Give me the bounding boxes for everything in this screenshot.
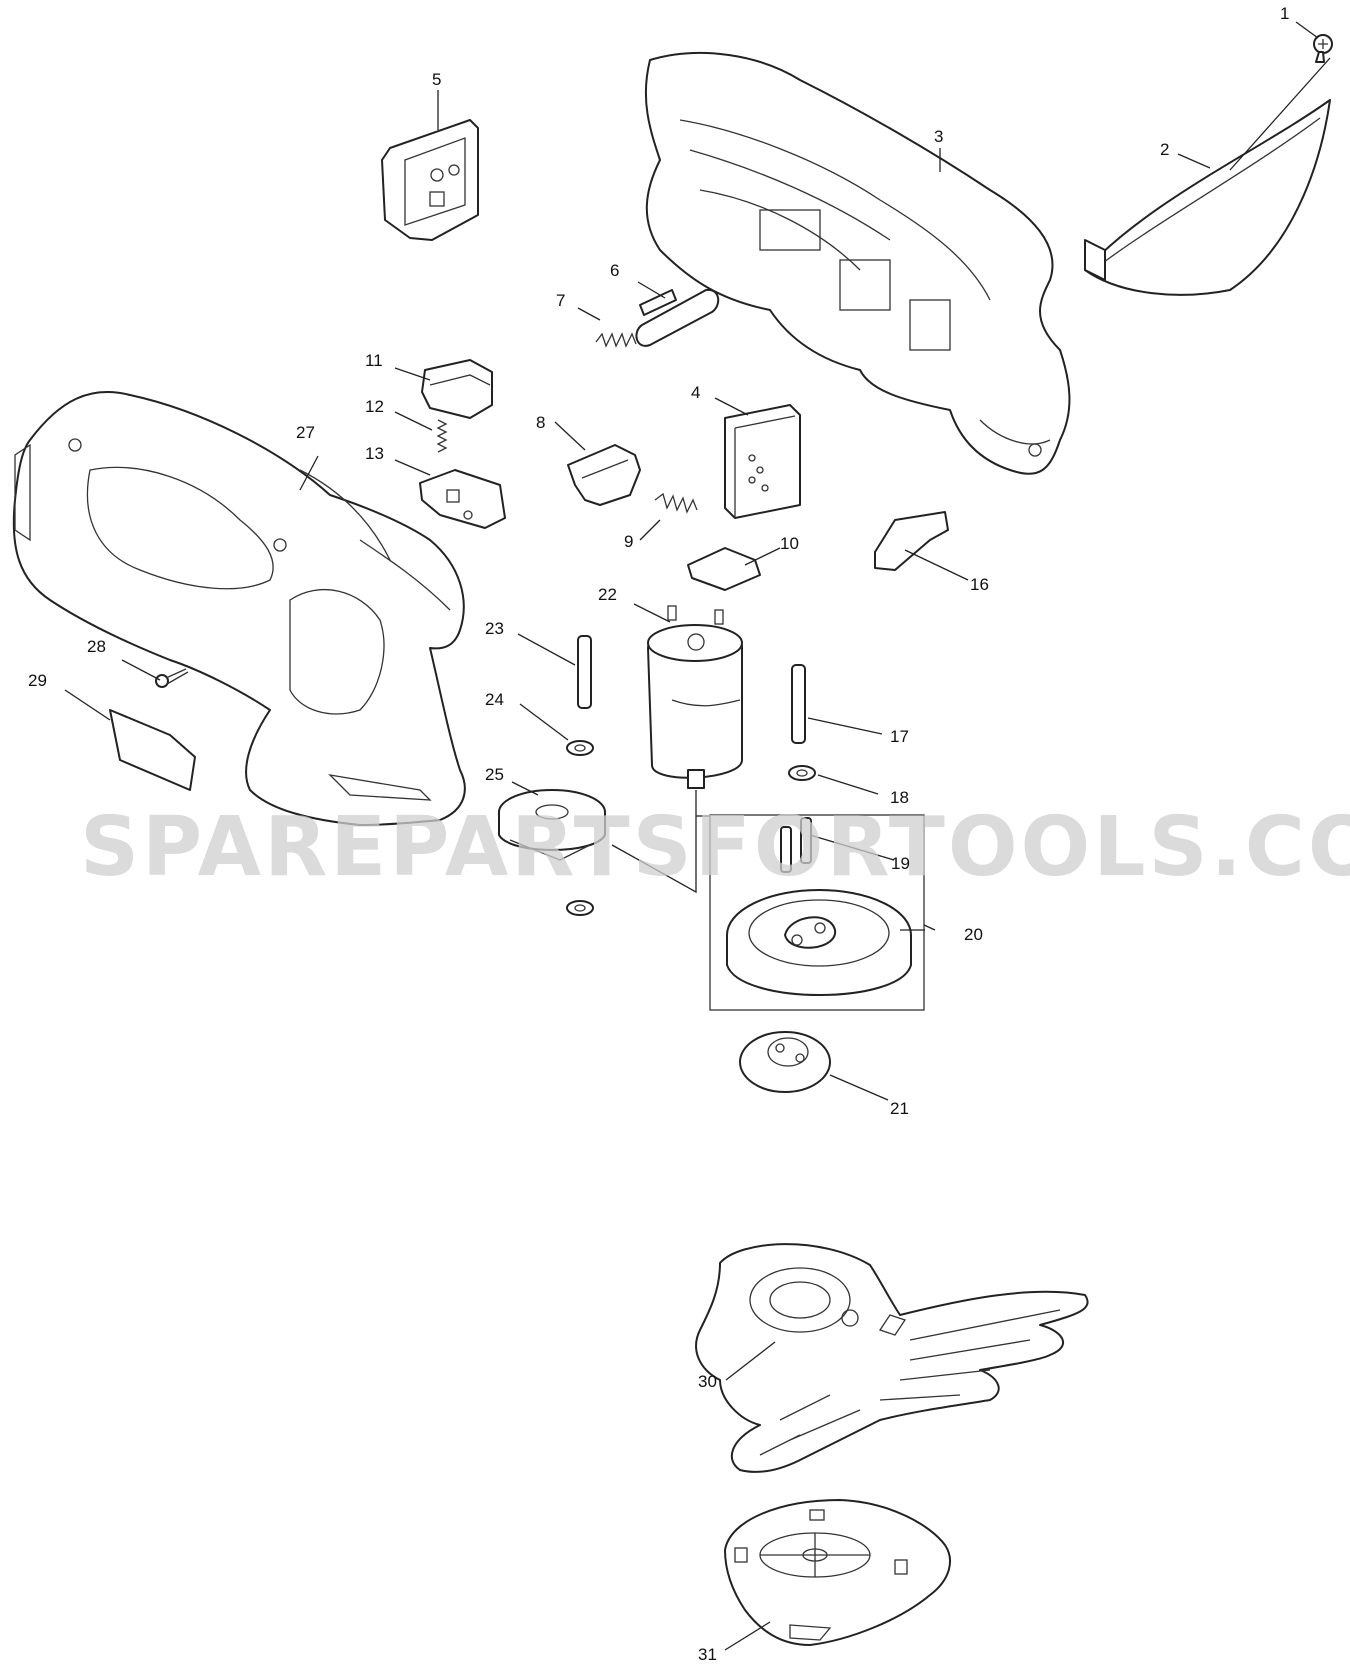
part-30-blade xyxy=(695,1243,1089,1473)
callout-22: 22 xyxy=(598,585,617,604)
callout-6: 6 xyxy=(610,261,619,280)
callout-2: 2 xyxy=(1160,140,1169,159)
part-8-lever xyxy=(567,444,641,506)
part-28-screw xyxy=(155,668,189,688)
callout-8: 8 xyxy=(536,413,545,432)
callout-5: 5 xyxy=(432,70,441,89)
part-22-motor xyxy=(647,605,743,789)
part-31-blade-holder xyxy=(724,1499,951,1646)
part-6-lock-cylinder xyxy=(635,288,720,347)
part-29-label xyxy=(109,709,196,791)
callout-25: 25 xyxy=(485,765,504,784)
watermark: SPAREPARTSFORTOOLS.COM.AU xyxy=(80,800,1350,895)
callout-11: 11 xyxy=(365,351,383,370)
callout-29: 29 xyxy=(28,671,47,690)
callout-28: 28 xyxy=(87,637,106,656)
part-3-housing xyxy=(644,51,1071,475)
callout-19: 19 xyxy=(891,854,910,873)
part-27-main-housing xyxy=(12,391,466,826)
callout-27: 27 xyxy=(296,423,315,442)
callout-24: 24 xyxy=(485,690,504,709)
callout-1: 1 xyxy=(1280,4,1289,23)
part-25-gear xyxy=(498,789,606,861)
callout-3: 3 xyxy=(934,127,943,146)
part-7-spring xyxy=(595,332,637,348)
callout-31: 31 xyxy=(698,1645,717,1664)
callout-labels: 1 2 3 4 5 6 7 8 9 10 11 12 13 16 17 18 1… xyxy=(28,4,1289,1664)
callout-17: 17 xyxy=(890,727,909,746)
callout-9: 9 xyxy=(624,532,633,551)
washer xyxy=(566,900,594,916)
callout-30: 30 xyxy=(698,1372,717,1391)
callout-20: 20 xyxy=(964,925,983,944)
part-18-washer xyxy=(788,765,816,781)
callout-16: 16 xyxy=(970,575,989,594)
part-11-micro-switch xyxy=(421,359,493,419)
part-17-pin xyxy=(791,664,806,744)
part-16-pad xyxy=(874,511,949,571)
part-5-switch-panel xyxy=(381,119,479,241)
callout-21: 21 xyxy=(890,1099,909,1118)
part-4-control-board xyxy=(724,404,801,519)
part-12-spring xyxy=(436,419,448,453)
callout-7: 7 xyxy=(556,291,565,310)
part-24-washer xyxy=(566,740,594,756)
callout-13: 13 xyxy=(365,444,384,463)
callout-12: 12 xyxy=(365,397,384,416)
callout-10: 10 xyxy=(780,534,799,553)
callout-4: 4 xyxy=(691,383,700,402)
leader-lines xyxy=(64,21,1331,1651)
part-21-cam-plate xyxy=(739,1031,831,1093)
part-9-spring xyxy=(654,492,698,514)
part-20-gear-wheel xyxy=(726,889,912,996)
part-19-pins xyxy=(780,817,812,873)
part-2-blade-cover xyxy=(1084,99,1331,296)
part-1-screw xyxy=(1313,34,1333,63)
part-13-bracket xyxy=(419,469,506,529)
part-10-plate xyxy=(687,547,761,591)
part-23-pin xyxy=(577,635,592,709)
callout-18: 18 xyxy=(890,788,909,807)
assembly-set-box xyxy=(709,814,925,1011)
callout-23: 23 xyxy=(485,619,504,638)
